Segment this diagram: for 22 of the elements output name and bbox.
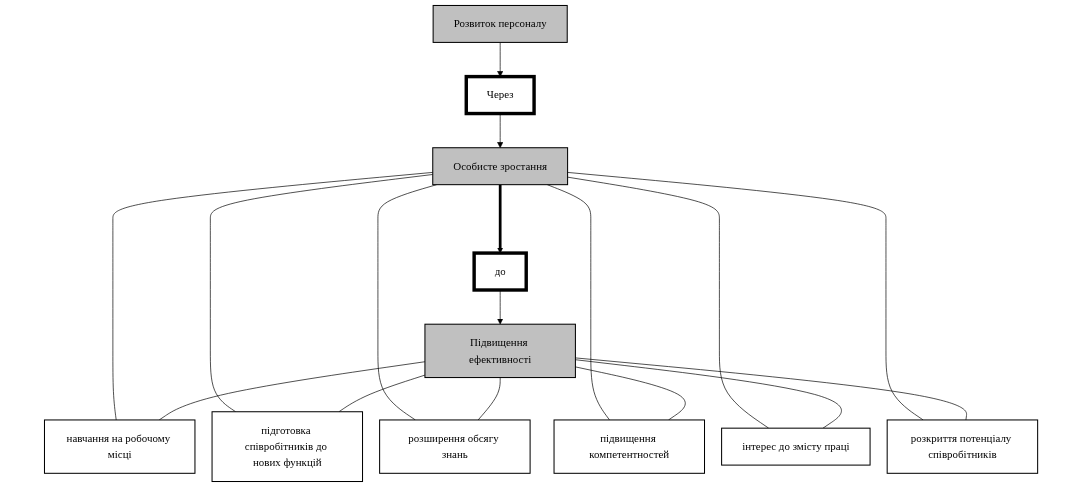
node-box: Через [464, 74, 536, 116]
node-box: підготовка співробітників до нових функцій [211, 411, 363, 483]
node-box: навчання на робочому місці [43, 419, 196, 474]
connector [575, 357, 967, 421]
node-box: розширення обсягу знань [379, 419, 531, 474]
node-box: Розвиток персоналу [432, 4, 568, 43]
node-box: до [472, 251, 528, 292]
connector [546, 184, 610, 421]
node-box: інтерес до змісту праці [721, 427, 871, 466]
connector [575, 359, 842, 429]
connector [377, 184, 437, 421]
node-box: розкриття потенціалу співробітників [886, 419, 1039, 474]
connector [158, 361, 426, 421]
arrow [497, 184, 504, 254]
connector [567, 172, 924, 421]
node-box: Підвищення ефективності [424, 323, 576, 379]
connector [338, 374, 426, 413]
connector [477, 377, 501, 421]
node-box: Особисте зростання [432, 147, 569, 186]
node-box: підвищення компетентностей [553, 419, 705, 474]
connector [575, 366, 686, 421]
connector [567, 176, 769, 429]
